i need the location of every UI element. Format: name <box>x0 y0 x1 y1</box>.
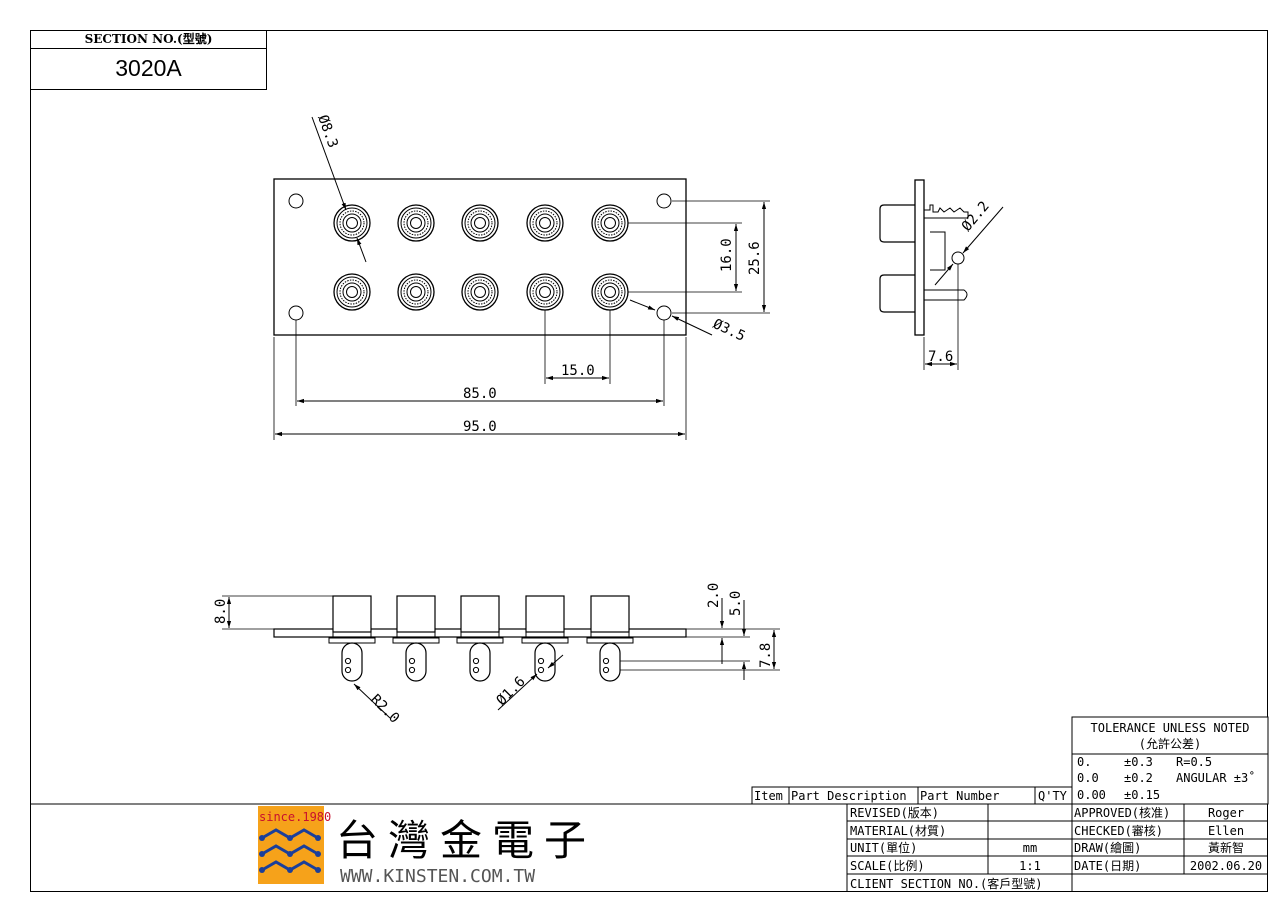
section-number-box: SECTION NO.(型號) 3020A <box>30 30 267 90</box>
tol-r2a: 0.0 <box>1077 771 1099 785</box>
tb-approved-val: Roger <box>1208 806 1244 820</box>
tol-r1b: ±0.3 <box>1124 755 1153 769</box>
tb-checked: CHECKED(審核) <box>1074 823 1163 838</box>
mount-hole-tl <box>288 193 304 209</box>
tb-unit: UNIT(單位) <box>850 840 917 855</box>
post-2 <box>392 595 440 682</box>
panel-outline <box>273 178 687 336</box>
dim-r20: R2.0 <box>367 692 402 727</box>
header-desc: Part Description <box>791 789 907 803</box>
dim-d950: 95.0 <box>463 419 497 435</box>
header-pn: Part Number <box>920 789 999 803</box>
tb-client: CLIENT SECTION NO.(客戶型號) <box>850 876 1043 891</box>
post-1 <box>328 595 376 682</box>
side-panel <box>914 179 925 336</box>
section-label: SECTION NO.(型號) <box>31 31 266 49</box>
header-item: Item <box>754 789 783 803</box>
tb-draw-val: 黃新智 <box>1208 840 1244 855</box>
tb-checked-val: Ellen <box>1208 824 1244 838</box>
dim-d50: 5.0 <box>728 591 744 616</box>
parts-header: Item Part Description Part Number Q'TY <box>751 786 1073 805</box>
dim-d256: 25.6 <box>747 241 763 275</box>
tb-scale-val: 1:1 <box>1019 859 1041 873</box>
tb-scale: SCALE(比例) <box>850 859 925 873</box>
dim-d20: 2.0 <box>706 583 722 608</box>
post-4 <box>521 595 569 682</box>
dim-d80: 8.0 <box>213 599 229 624</box>
tb-date-val: 2002.06.20 <box>1190 859 1262 873</box>
dim-d83: Ø8.3 <box>314 113 341 150</box>
dim-d850: 85.0 <box>463 386 497 402</box>
header-qty: Q'TY <box>1038 789 1068 803</box>
dim-d16: Ø1.6 <box>494 674 529 709</box>
tb-approved: APPROVED(核准) <box>1074 806 1170 820</box>
dim-d22: Ø2.2 <box>959 198 993 234</box>
company-url: WWW.KINSTEN.COM.TW <box>340 866 535 887</box>
dim-d78: 7.8 <box>758 643 774 668</box>
tol-r2b: ±0.2 <box>1124 771 1153 785</box>
dim-d35: Ø3.5 <box>710 316 747 345</box>
drawing-frame <box>30 30 1268 892</box>
tb-unit-val: mm <box>1023 841 1037 855</box>
dim-d150: 15.0 <box>561 363 595 379</box>
tb-draw: DRAW(繪圖) <box>1074 840 1141 855</box>
tb-material: MATERIAL(材質) <box>850 823 946 838</box>
tol-r2c: ANGULAR ±3˚ <box>1176 770 1255 785</box>
side-view: Ø2.2 7.6 <box>879 179 1004 370</box>
tol-r3a: 0.00 <box>1077 788 1106 802</box>
section-value: 3020A <box>115 55 182 81</box>
front-view: Ø8.3 16.0 25.6 Ø3.5 15.0 85.0 95.0 <box>273 113 770 440</box>
tolerance-title: TOLERANCE UNLESS NOTED <box>1091 721 1250 735</box>
title-block: REVISED(版本) MATERIAL(材質) UNIT(單位) mm SCA… <box>30 803 1268 892</box>
post-5 <box>586 595 634 682</box>
post-3 <box>456 595 504 682</box>
tolerance-block: TOLERANCE UNLESS NOTED (允許公差) 0. ±0.3 R=… <box>1071 716 1269 805</box>
tolerance-subtitle: (允許公差) <box>1139 736 1201 751</box>
dim-d76: 7.6 <box>928 349 953 365</box>
company-name: 台灣金電子 <box>336 816 596 865</box>
company-logo: since.1980 台灣金電子 WWW.KINSTEN.COM.TW <box>258 806 596 887</box>
dim-d160: 16.0 <box>719 238 735 272</box>
logo-since: since.1980 <box>259 810 331 824</box>
tol-r1c: R=0.5 <box>1176 755 1212 769</box>
tol-r1a: 0. <box>1077 755 1091 769</box>
tb-revised: REVISED(版本) <box>850 806 939 820</box>
tb-date: DATE(日期) <box>1074 859 1141 873</box>
tol-r3b: ±0.15 <box>1124 788 1160 802</box>
bottom-view: 8.0 2.0 5.0 7.8 R2.0 Ø1.6 <box>213 583 780 727</box>
mount-hole-tr <box>656 193 672 209</box>
